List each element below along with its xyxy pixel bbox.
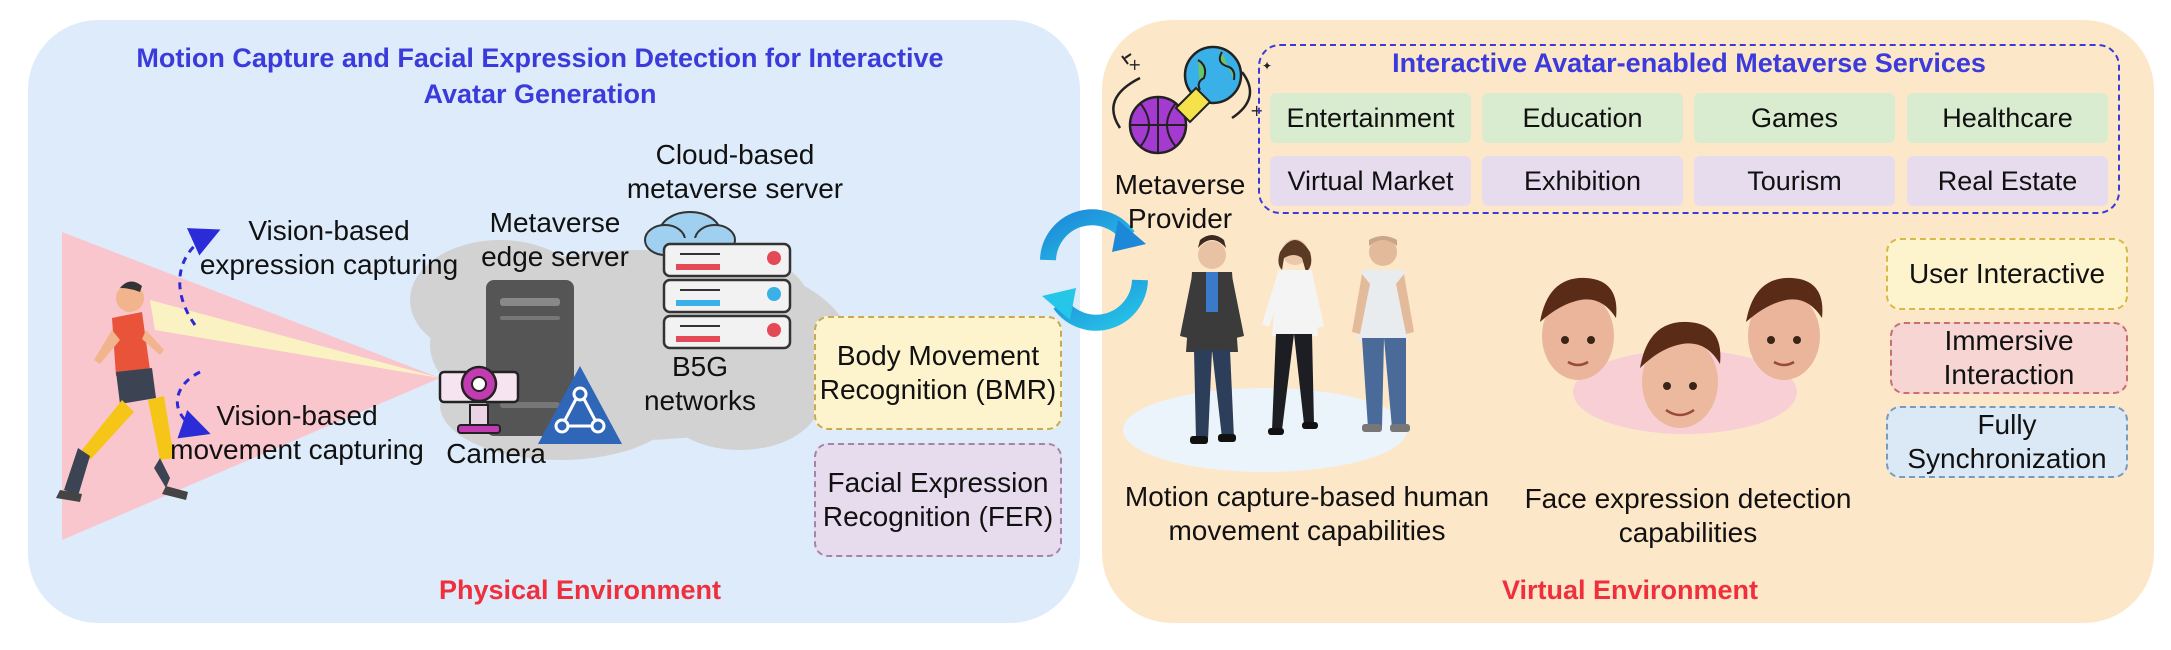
service-virtual-market: Virtual Market (1270, 156, 1471, 206)
expression-beam (150, 300, 440, 378)
runner-icon (56, 281, 188, 502)
metaverse-provider-icon: + + ✦ (1112, 45, 1272, 155)
service-real-estate: Real Estate (1907, 156, 2108, 206)
feature-immersive-interaction: Immersive Interaction (1890, 322, 2128, 394)
service-exhibition: Exhibition (1482, 156, 1683, 206)
service-healthcare: Healthcare (1907, 93, 2108, 143)
service-tourism: Tourism (1694, 156, 1895, 206)
services-title: Interactive Avatar-enabled Metaverse Ser… (1392, 48, 1986, 78)
camera-label: Camera (446, 438, 546, 469)
services-container (1258, 44, 2120, 214)
expression-capture-arrow (178, 228, 221, 326)
motion-avatar-male-2 (1352, 236, 1414, 432)
networks-label: B5G networks (643, 351, 757, 416)
virtual-footer: Virtual Environment (1501, 575, 1759, 605)
face-avatar-right (1746, 277, 1823, 380)
face-avatar-left (1540, 277, 1617, 380)
network-triangle-icon (538, 366, 622, 444)
motion-avatar-male-1 (1180, 235, 1244, 444)
movement-capture-label: Vision-based movement capturing (170, 400, 424, 465)
movement-capture-arrow (175, 370, 211, 439)
motion-caption: Motion capture-based human movement capa… (1124, 481, 1490, 546)
cloud-server-label: Cloud-based metaverse server (626, 139, 844, 204)
motion-avatar-platform (1123, 388, 1407, 472)
svg-text:✦: ✦ (1262, 59, 1272, 73)
edge-server-label: Metaverse edge server (481, 207, 629, 272)
feature-user-interactive: User Interactive (1886, 238, 2128, 310)
bmr-box: Body Movement Recognition (BMR) (814, 316, 1062, 430)
service-education: Education (1482, 93, 1683, 143)
face-caption: Face expression detection capabilities (1524, 483, 1852, 548)
face-avatar-center (1640, 321, 1721, 428)
service-entertainment: Entertainment (1270, 93, 1471, 143)
fer-box: Facial Expression Recognition (FER) (814, 443, 1062, 557)
feature-full-sync: Fully Synchronization (1886, 406, 2128, 478)
provider-label: Metaverse Provider (1114, 169, 1246, 234)
service-games: Games (1694, 93, 1895, 143)
camera-icon (438, 365, 520, 434)
physical-title: Motion Capture and Facial Expression Det… (136, 43, 944, 109)
expression-capture-label: Vision-based expression capturing (199, 215, 459, 280)
cloud-server-icon (644, 211, 792, 350)
svg-text:+: + (1128, 55, 1141, 74)
motion-avatar-female (1262, 239, 1324, 435)
svg-text:+: + (1250, 101, 1263, 120)
physical-footer: Physical Environment (438, 575, 722, 605)
